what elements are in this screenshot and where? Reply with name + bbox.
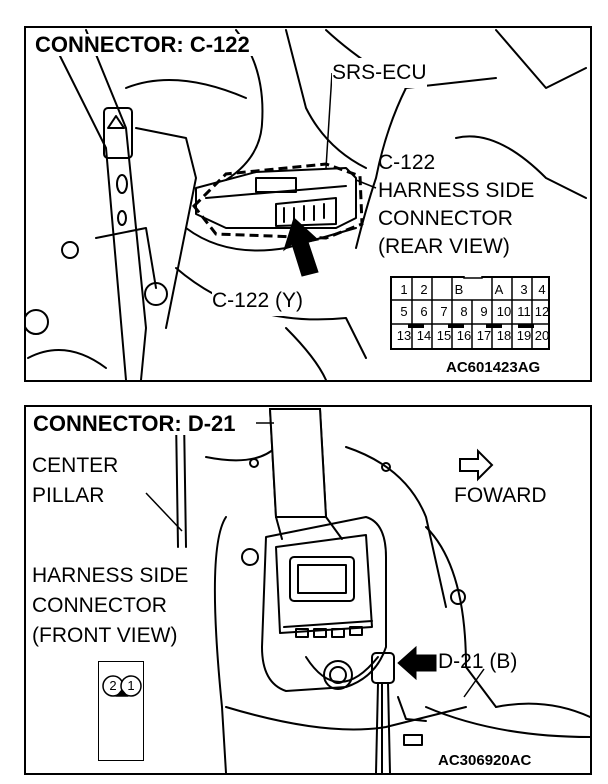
plug-label: D-21 (B) (438, 650, 518, 673)
srs-ecu-label: SRS-ECU (332, 58, 427, 88)
group-label: B (454, 282, 464, 297)
c122-face-lines (392, 276, 548, 348)
pillar-leader-line (145, 492, 183, 532)
pin-label: 2 (420, 282, 428, 297)
pin-label: 6 (420, 304, 428, 319)
belt-webbing (268, 408, 328, 518)
pin-label: 1 (127, 678, 135, 693)
pin-label: 11 (517, 304, 531, 319)
panel-title: CONNECTOR: C-122 (32, 34, 253, 56)
pillar-label-line1: CENTER (32, 454, 119, 477)
plug-label: C-122 (Y) (212, 286, 304, 316)
plug-leader-line (463, 668, 485, 698)
connector-label-line4: (REAR VIEW) (378, 235, 510, 258)
pin-label: 3 (520, 282, 528, 297)
diagram-panel-c122: CONNECTOR: C-122 SRS-ECU C-122 HARNESS S… (24, 26, 592, 382)
d21-face-lines (102, 675, 142, 697)
pin-label: 9 (480, 304, 488, 319)
pin-label: 12 (534, 304, 550, 319)
pillar-label-line2: PILLAR (32, 484, 105, 507)
bolt-head (144, 282, 168, 306)
harness-label-line3: (FRONT VIEW) (32, 624, 178, 647)
retractor-window (289, 556, 355, 602)
pin-label: 13 (396, 328, 412, 343)
pin-label: 16 (456, 328, 472, 343)
ecu-dashed-outline (191, 162, 364, 240)
harness-label-line2: CONNECTOR (32, 594, 167, 617)
d21-location-illustration (145, 408, 590, 773)
connector-label-line2: HARNESS SIDE (378, 179, 535, 202)
bracket-plate (103, 107, 133, 159)
connector-label-line1: C-122 (378, 151, 436, 174)
pin-label: 19 (516, 328, 532, 343)
panel-title: CONNECTOR: D-21 (30, 413, 239, 435)
c122-connector-face: 1 2 B A 3 4 5 6 7 8 9 10 11 12 13 14 15 … (390, 276, 550, 350)
anchor-bolt (323, 660, 353, 690)
pin-label: 20 (534, 328, 550, 343)
srs-ecu-body (195, 167, 357, 229)
connector-pointer-arrow (397, 645, 437, 681)
ecu-connector-socket (275, 197, 337, 227)
ecu-leader-line (325, 72, 333, 169)
pointer-arrow (283, 217, 320, 277)
pin-label: 2 (109, 678, 117, 693)
forward-label: FOWARD (454, 484, 547, 507)
connector-leader-line (355, 179, 377, 189)
pin-label: 18 (496, 328, 512, 343)
figure-code: AC601423AG (446, 359, 541, 376)
pin-label: 14 (416, 328, 432, 343)
pin-label: 5 (400, 304, 408, 319)
figure-code: AC306920AC (438, 752, 532, 769)
pin-label: 4 (538, 282, 546, 297)
pin-label: 15 (436, 328, 452, 343)
connector-label-line3: CONNECTOR (378, 207, 513, 230)
pin-label: 17 (476, 328, 492, 343)
diagram-panel-d21: CONNECTOR: D-21 CENTER PILLAR FOWARD HAR… (24, 405, 592, 775)
group-label: A (494, 282, 504, 297)
pillar-outline (85, 29, 147, 380)
pin-label: 8 (460, 304, 468, 319)
pin-label: 10 (496, 304, 512, 319)
forward-arrow-icon (459, 448, 494, 482)
pin-label: 7 (440, 304, 448, 319)
locking-tab (463, 276, 483, 279)
harness-label-line1: HARNESS SIDE (32, 564, 189, 587)
pin-label: 1 (400, 282, 408, 297)
d21-connector-face: 2 1 (98, 661, 144, 761)
